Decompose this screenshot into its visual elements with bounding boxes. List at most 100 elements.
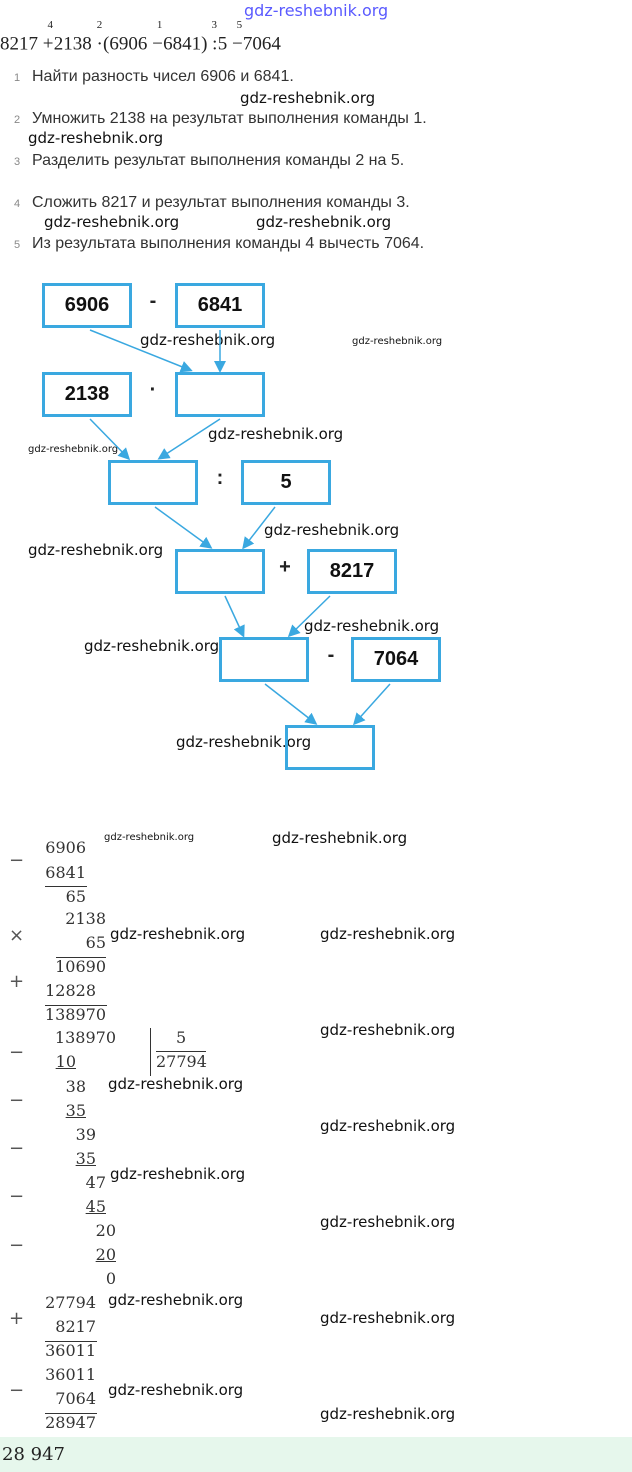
number: 28947 (45, 1413, 96, 1432)
expr-term: 5 (217, 33, 228, 55)
watermark: gdz-reshebnik.org (108, 1291, 244, 1309)
step-text: Разделить результат выполнения команды 2… (32, 152, 405, 169)
watermark: gdz-reshebnik.org (110, 925, 246, 943)
step-text: Сложить 8217 и результат выполнения кома… (32, 194, 410, 211)
expr-term: 8217 (0, 33, 38, 55)
step-number: 5 (14, 239, 21, 251)
expr-order: 1 (156, 19, 163, 31)
step-number: 3 (14, 156, 21, 168)
arrow (287, 595, 331, 638)
expr-term: (6906 (103, 33, 148, 55)
box-6906: 6906 (42, 283, 132, 328)
box-5: 5 (241, 460, 331, 505)
arrow (154, 506, 213, 549)
watermark: gdz-reshebnik.org (110, 1165, 246, 1183)
box-result-3 (175, 549, 265, 594)
expr-order: 4 (47, 19, 53, 31)
arrow (242, 506, 276, 550)
box-result-1 (175, 372, 265, 417)
number: 65 (65, 887, 86, 906)
number: 6906 (45, 838, 86, 857)
op-minus: - (149, 290, 157, 312)
division-bar (150, 1028, 151, 1076)
box-6841: 6841 (175, 283, 265, 328)
expr-order: 5 (236, 19, 243, 31)
watermark: gdz-reshebnik.org (320, 1117, 456, 1135)
watermark: gdz-reshebnik.org (352, 336, 443, 347)
op-plus: + (279, 556, 291, 578)
watermark: gdz-reshebnik.org (28, 541, 164, 559)
watermark: gdz-reshebnik.org (108, 1075, 244, 1093)
rule-line (156, 1051, 206, 1052)
box-8217: 8217 (307, 549, 397, 594)
watermark: gdz-reshebnik.org (244, 1, 389, 20)
expr-op: − (152, 33, 163, 55)
minus-sign: − (9, 1042, 25, 1063)
watermark: gdz-reshebnik.org (208, 425, 344, 443)
minus-sign: − (9, 1235, 25, 1256)
watermark: gdz-reshebnik.org (256, 213, 392, 231)
number: 138970 (44, 1005, 106, 1024)
expr-order: 3 (211, 19, 217, 31)
minus-sign: − (9, 1186, 25, 1207)
watermark: gdz-reshebnik.org (320, 1213, 456, 1231)
watermark: gdz-reshebnik.org (320, 925, 456, 943)
minus-sign: − (9, 1090, 25, 1111)
watermark: gdz-reshebnik.org (320, 1405, 456, 1423)
arrow (157, 418, 221, 460)
box-2138: 2138 (42, 372, 132, 417)
watermark: gdz-reshebnik.org (264, 521, 400, 539)
expr-term: 6841) (163, 33, 208, 55)
number: 20 (95, 1221, 116, 1240)
answer-bar: 28 947 (0, 1437, 632, 1472)
watermark: gdz-reshebnik.org (28, 129, 164, 147)
watermark: gdz-reshebnik.org (140, 331, 276, 349)
box-final-result (285, 725, 375, 770)
expr-op: · (96, 33, 103, 55)
minus-sign: − (9, 850, 25, 871)
number: 0 (105, 1269, 116, 1288)
expr-term: 2138 (53, 33, 92, 55)
number: 27794 (45, 1293, 96, 1312)
rule-line (45, 1341, 97, 1342)
step-number: 4 (14, 198, 21, 210)
expr-op: − (231, 33, 243, 55)
number: 6841 (45, 863, 86, 882)
rule-line (45, 1005, 107, 1006)
step-3: 3 Разделить результат выполнения команды … (14, 152, 404, 171)
number: 2138 (65, 909, 106, 928)
number: 65 (85, 933, 106, 952)
watermark: gdz-reshebnik.org (320, 1021, 456, 1039)
quotient: 27794 (156, 1052, 207, 1071)
expr-op: + (42, 33, 54, 55)
expr-term: 7064 (242, 33, 281, 55)
minus-sign: − (9, 1380, 25, 1401)
watermark: gdz-reshebnik.org (104, 832, 195, 843)
number: 7064 (55, 1389, 96, 1408)
number: 35 (65, 1101, 86, 1120)
number: 39 (75, 1125, 96, 1144)
step-text: Умножить 2138 на результат выполнения ко… (32, 110, 427, 127)
rule-line (45, 886, 87, 887)
number: 20 (95, 1245, 116, 1264)
arrow (89, 329, 193, 373)
number: 45 (85, 1197, 106, 1216)
number: 10 (55, 1052, 76, 1071)
watermark: gdz-reshebnik.org (272, 829, 408, 847)
number: 8217 (55, 1317, 96, 1336)
expression: 8217 +4 2138 ·2 (6906 −1 6841) :3 5 −5 7… (0, 19, 281, 55)
arrow (89, 418, 131, 461)
watermark: gdz-reshebnik.org (44, 213, 180, 231)
watermark: gdz-reshebnik.org (108, 1381, 244, 1399)
op-multiply: · (149, 379, 157, 401)
step-4: 4 Сложить 8217 и результат выполнения ком… (14, 194, 410, 213)
times-sign: × (9, 925, 25, 946)
number: 35 (75, 1149, 96, 1168)
op-minus: - (327, 644, 335, 666)
watermark: gdz-reshebnik.org (176, 733, 312, 751)
minus-sign: − (9, 1138, 25, 1159)
step-text: Найти разность чисел 6906 и 6841. (32, 68, 294, 85)
